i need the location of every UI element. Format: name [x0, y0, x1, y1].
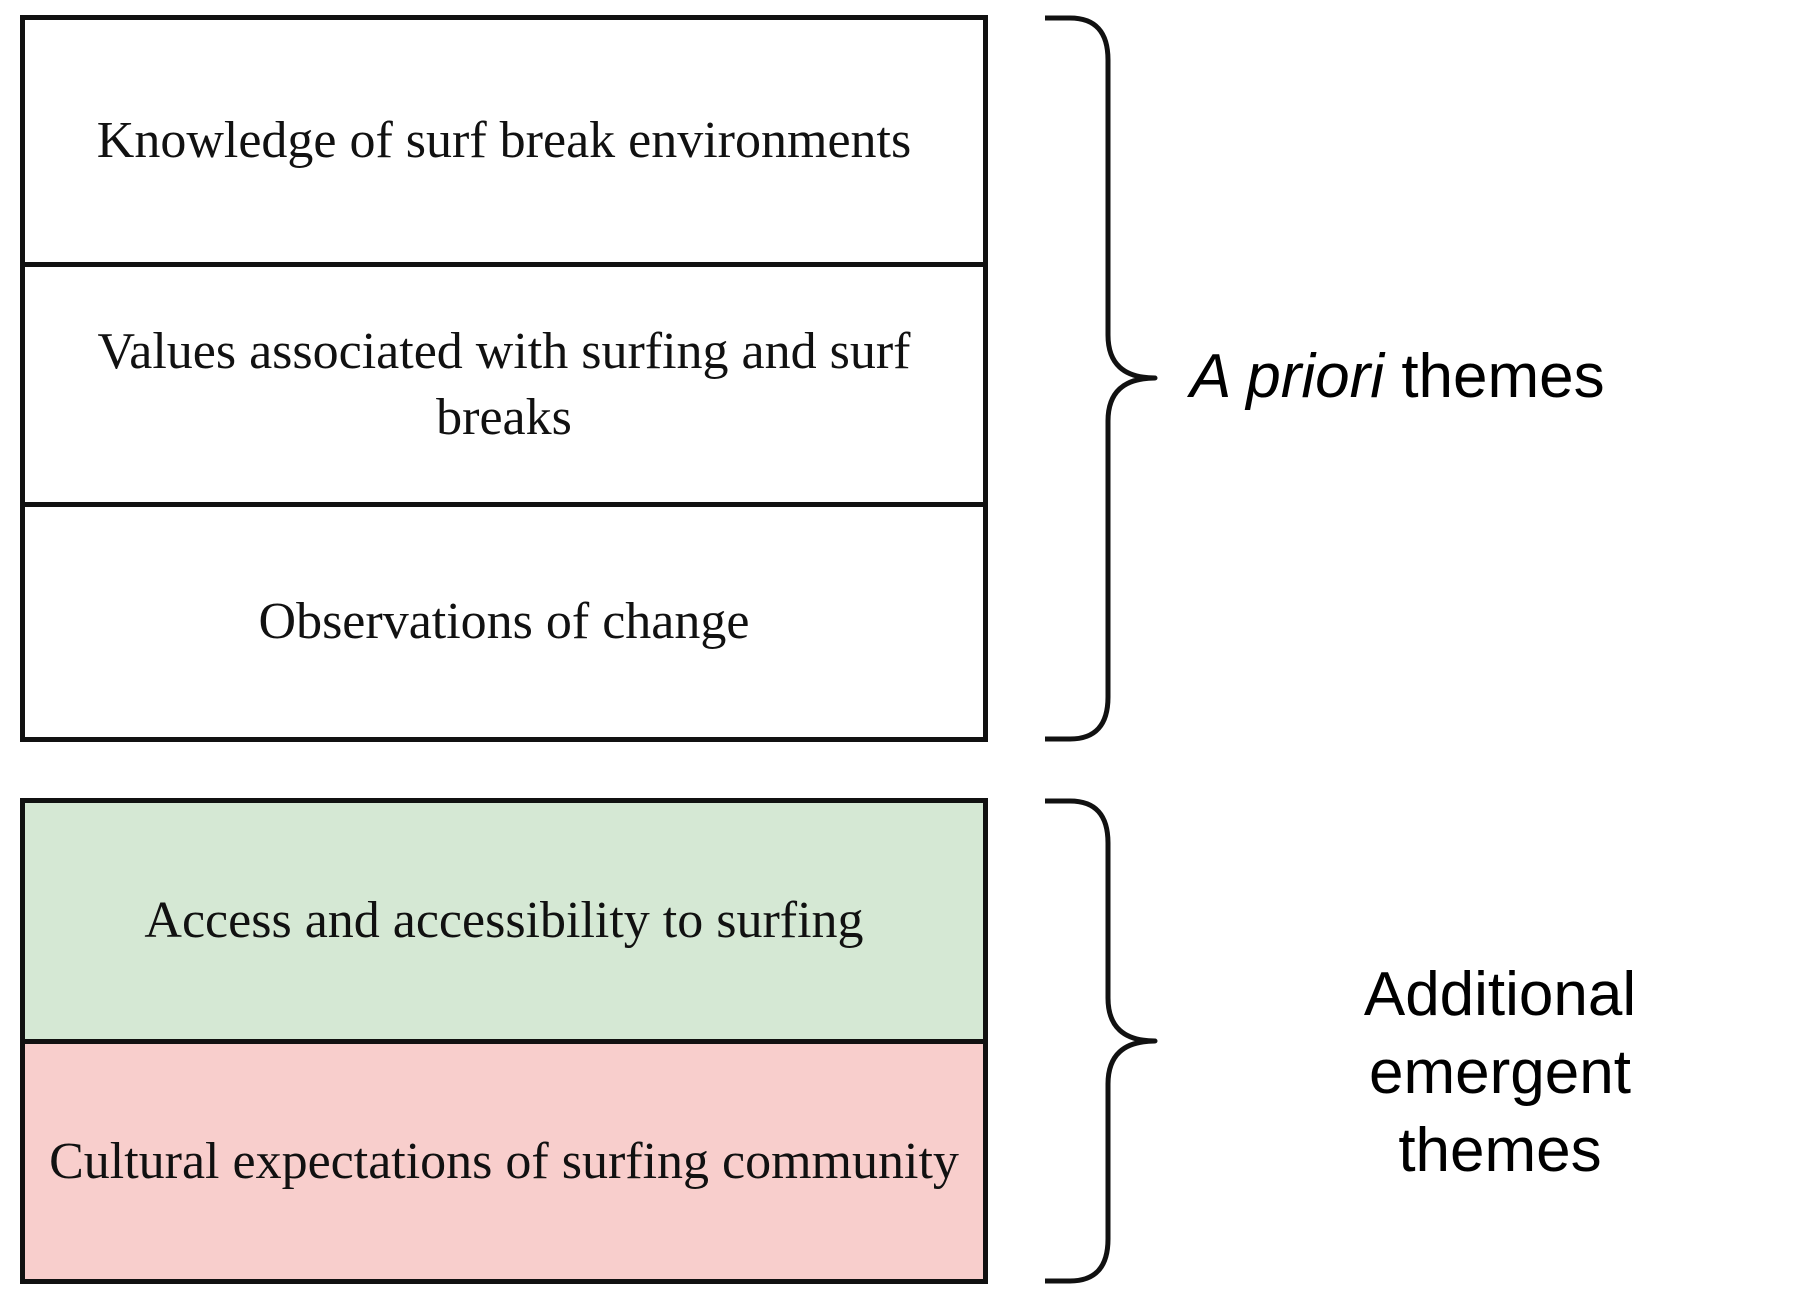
theme-box-knowledge: Knowledge of surf break environments [25, 20, 983, 262]
theme-text-cultural: Cultural expectations of surfing communi… [49, 1132, 959, 1190]
a-priori-theme-group: Knowledge of surf break environments Val… [20, 15, 988, 742]
a-priori-label-italic: A priori [1190, 342, 1385, 411]
theme-text-values: Values associated with surfing and surf … [97, 322, 911, 446]
theme-divider [25, 1039, 983, 1044]
theme-text-knowledge: Knowledge of surf break environments [96, 112, 912, 169]
theme-divider [25, 262, 983, 267]
emergent-theme-group: Access and accessibility to surfing Cult… [20, 798, 988, 1284]
theme-box-access: Access and accessibility to surfing [25, 803, 983, 1039]
theme-divider [25, 502, 983, 507]
a-priori-label-rest: themes [1384, 342, 1605, 411]
a-priori-brace [1040, 15, 1165, 742]
emergent-themes-label: Additional emergent themes [1290, 956, 1710, 1190]
theme-text-observations: Observations of change [258, 593, 750, 650]
emergent-brace [1040, 798, 1165, 1284]
a-priori-themes-label: A priori themes [1190, 338, 1790, 416]
theme-box-cultural: Cultural expectations of surfing communi… [25, 1044, 983, 1279]
emergent-label-text: Additional emergent themes [1363, 960, 1637, 1185]
theme-text-access: Access and accessibility to surfing [144, 892, 864, 949]
theme-box-observations: Observations of change [25, 507, 983, 737]
theme-box-values: Values associated with surfing and surf … [25, 267, 983, 502]
